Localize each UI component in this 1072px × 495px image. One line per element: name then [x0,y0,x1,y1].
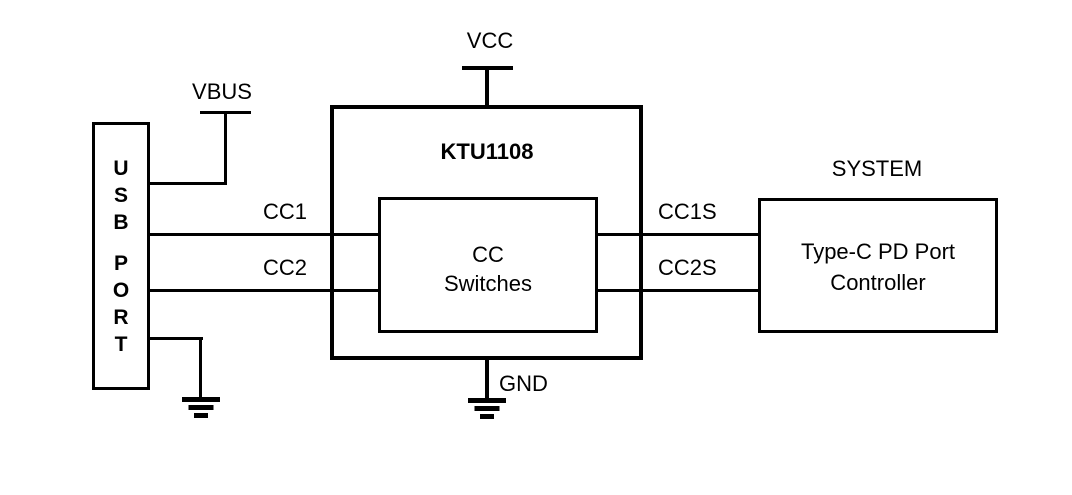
usb-port-label-line-4: O [112,278,130,302]
vcc-wire-vertical [485,66,489,109]
cc1s-net-label: CC1S [658,199,717,224]
usb-port-label: U S B P O R T [113,155,129,358]
vbus-net-label: VBUS [192,79,252,104]
usb-gnd-symbol-bar-1-icon [182,397,220,402]
usb-port-label-line-3: P [113,251,128,275]
cc-switches-label: CC Switches [444,240,532,298]
system-label-line-2: Controller [830,270,926,295]
gnd-symbol-bar-1-icon [468,398,506,403]
usb-port-label-gap [113,236,129,250]
gnd-wire-vertical [485,356,489,401]
usb-gnd-wire-horizontal [148,337,203,340]
cc-switches-block[interactable] [378,197,598,333]
vbus-wire-vertical [224,111,227,185]
cc2s-wire [595,289,761,292]
system-label: Type-C PD Port Controller [801,236,955,298]
usb-port-label-line-6: T [114,332,128,356]
system-heading: SYSTEM [831,156,923,181]
usb-port-label-line-5: R [113,305,129,329]
gnd-symbol-bar-3-icon [480,414,494,419]
cc1-net-label: CC1 [263,199,308,224]
cc2-wire [148,289,381,292]
usb-port-label-line-0: U [113,156,129,180]
vbus-wire-horizontal [148,182,227,185]
cc2-net-label: CC2 [263,255,308,280]
cc1-wire [148,233,381,236]
usb-gnd-symbol-bar-3-icon [194,413,208,418]
system-label-line-1: Type-C PD Port [800,239,956,264]
cc2s-net-label: CC2S [658,255,717,280]
cc1s-wire [595,233,761,236]
usb-gnd-symbol-bar-2-icon [188,405,214,410]
usb-gnd-wire-vertical [199,337,202,399]
system-block[interactable] [758,198,998,333]
vcc-net-label: VCC [466,28,514,53]
usb-port-label-line-2: B [113,210,129,234]
usb-port-block[interactable]: U S B P O R T [92,122,150,390]
gnd-symbol-bar-2-icon [474,406,500,411]
ktu1108-title: KTU1108 [440,139,534,164]
cc-switches-label-line-1: CC [472,242,504,267]
usb-port-label-line-1: S [113,183,128,207]
gnd-net-label: GND [499,371,548,396]
cc-switches-label-line-2: Switches [443,271,533,296]
